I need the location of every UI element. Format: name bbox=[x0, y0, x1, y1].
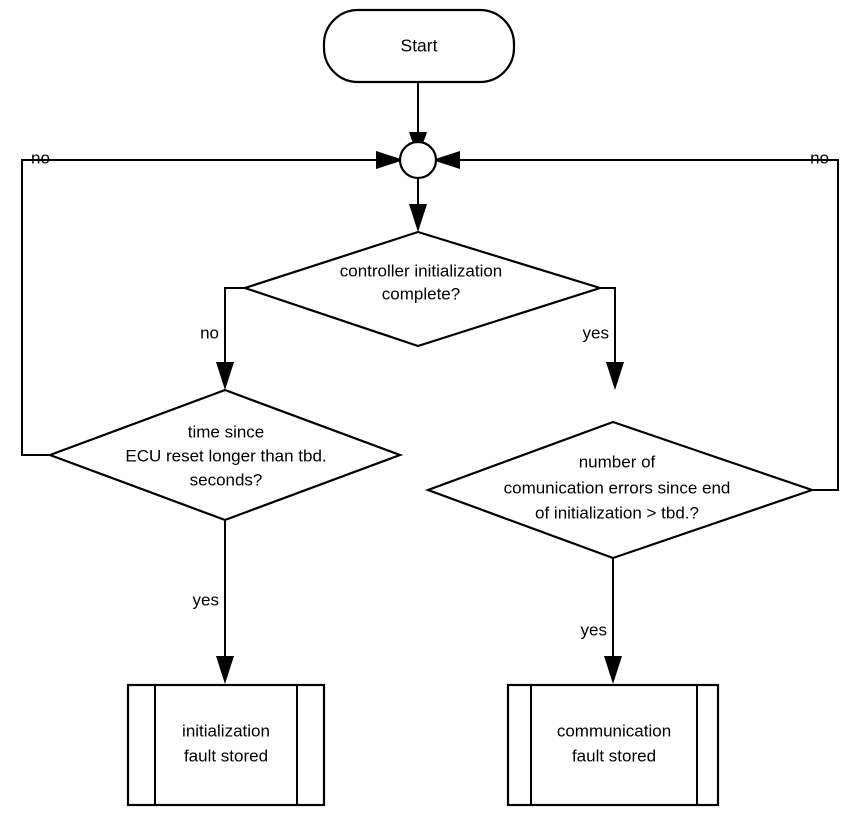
edge-reset-time-yes-to-init-fault bbox=[216, 520, 234, 684]
node-process-initialization-fault[interactable]: initialization fault stored bbox=[126, 683, 326, 807]
node-decision-ecu-reset-time-line1: time since bbox=[188, 422, 265, 441]
node-process-communication-fault-line1: communication bbox=[557, 721, 671, 740]
node-decision-communication-errors-line2: comunication errors since end bbox=[504, 478, 731, 497]
node-decision-communication-errors-line3: of initialization > tbd.? bbox=[535, 503, 699, 522]
node-process-initialization-fault-line1: initialization bbox=[182, 721, 270, 740]
edge-label-left-loop-no: no bbox=[31, 148, 50, 167]
edge-junction-to-init-decision bbox=[409, 178, 427, 232]
node-process-initialization-fault-line2: fault stored bbox=[184, 746, 268, 765]
node-decision-controller-initialization[interactable]: controller initialization complete? bbox=[241, 230, 604, 348]
edge-label-init-yes: yes bbox=[583, 323, 609, 342]
edge-label-right-loop-no: no bbox=[810, 148, 829, 167]
edge-right-no-feedback bbox=[432, 151, 839, 491]
node-process-communication-fault-line2: fault stored bbox=[572, 746, 656, 765]
edge-label-reset-time-yes: yes bbox=[193, 590, 219, 609]
node-decision-communication-errors-line1: number of bbox=[579, 452, 656, 471]
node-junction[interactable] bbox=[398, 140, 438, 180]
node-decision-ecu-reset-time-line2: ECU reset longer than tbd. bbox=[125, 446, 326, 465]
edge-left-no-feedback bbox=[21, 151, 404, 456]
edge-comm-errors-yes-to-comm-fault bbox=[604, 558, 622, 684]
edge-label-comm-errors-yes: yes bbox=[581, 620, 607, 639]
node-start[interactable]: Start bbox=[322, 8, 516, 84]
node-decision-ecu-reset-time-line3: seconds? bbox=[190, 470, 263, 489]
node-process-communication-fault[interactable]: communication fault stored bbox=[506, 683, 720, 807]
edge-init-no-to-reset-time bbox=[216, 287, 245, 390]
edge-init-yes-to-comm-errors bbox=[600, 287, 624, 390]
node-decision-communication-errors[interactable]: number of comunication errors since end … bbox=[424, 420, 816, 560]
node-decision-controller-initialization-line1: controller initialization bbox=[340, 261, 503, 280]
edge-label-init-no: no bbox=[200, 323, 219, 342]
node-start-label: Start bbox=[401, 36, 438, 56]
node-decision-controller-initialization-line2: complete? bbox=[382, 284, 460, 303]
node-decision-ecu-reset-time[interactable]: time since ECU reset longer than tbd. se… bbox=[46, 388, 404, 522]
